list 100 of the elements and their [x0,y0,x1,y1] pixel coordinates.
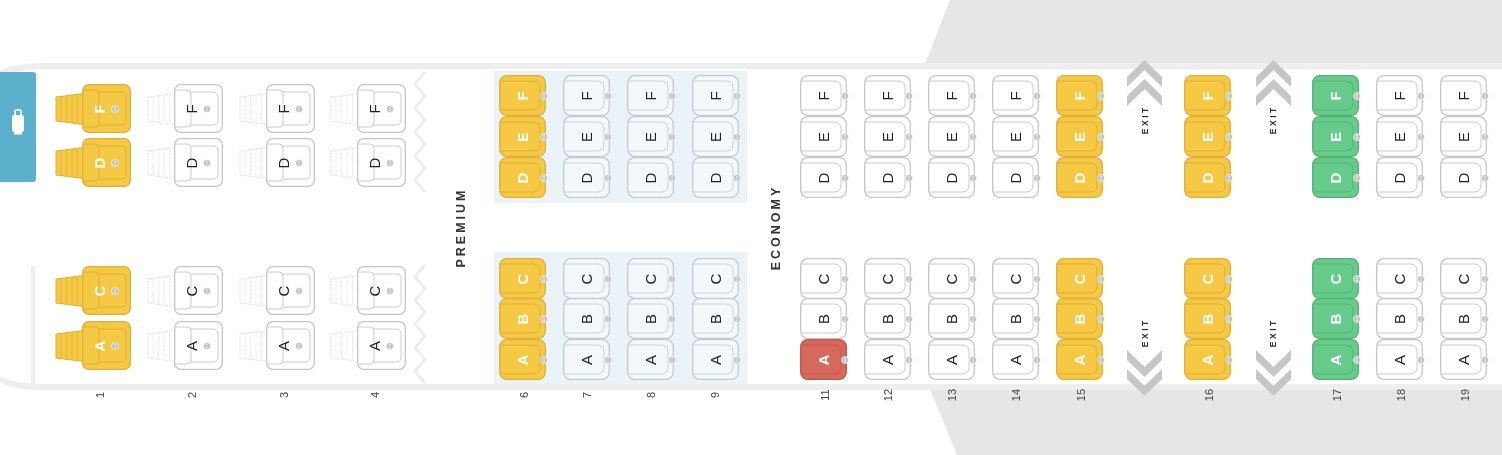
seat-letter: F [1199,90,1215,101]
seat-letter: F [943,90,959,101]
seat-letter: B [943,313,959,324]
seat-letter: D [366,157,382,168]
seat [864,339,914,380]
seat [692,157,742,198]
seat-letter: A [1007,354,1023,365]
seat-letter: F [815,90,831,101]
seat [928,116,978,157]
seat [864,157,914,198]
seat [1056,339,1106,380]
seat [1184,157,1234,198]
seat [627,258,677,299]
seat [563,116,613,157]
seat-letter: A [815,354,831,365]
seat [928,339,978,380]
seat [499,339,549,380]
seat [627,116,677,157]
seat [1056,75,1106,116]
seat-letter: F [578,90,594,101]
seat [627,298,677,339]
seat-letter: D [578,172,594,183]
seat-letter: C [815,273,831,284]
exit-label: EXIT [1140,105,1150,137]
seat-letter: B [1327,313,1343,324]
seat-letter: F [1327,90,1343,101]
seat [627,157,677,198]
row-number: 2 [186,391,198,399]
seat-letter: A [1391,354,1407,365]
row-number: 6 [518,391,530,399]
seat-letter: F [1391,90,1407,101]
seat [992,75,1042,116]
seat [692,298,742,339]
seat-letter: A [514,354,530,365]
seat [692,75,742,116]
seat [55,266,131,315]
seat-letter: D [91,157,107,168]
seat [147,84,223,133]
seat [992,339,1042,380]
seat-letter: C [1327,273,1343,284]
seat [800,258,850,299]
seat [1312,116,1362,157]
seat-letter: E [815,131,831,142]
seat-letter: F [1007,90,1023,101]
seat [928,75,978,116]
seat-letter: F [91,103,107,114]
seat-letter: C [514,273,530,284]
seat [864,116,914,157]
seat-letter: F [514,90,530,101]
seat [330,321,406,370]
seat [55,138,131,187]
seat-letter: D [1327,172,1343,183]
seat [800,157,850,198]
seat-letter: F [642,90,658,101]
seat-letter: C [642,273,658,284]
seat [1056,116,1106,157]
seat-letter: E [1391,131,1407,142]
seat [563,75,613,116]
seat-letter: F [366,103,382,114]
seat [1440,116,1490,157]
seat [992,157,1042,198]
seat-letter: E [1327,131,1343,142]
seat [992,298,1042,339]
seat [239,266,315,315]
seat-letter: D [514,172,530,183]
row-number: 11 [819,389,831,401]
seat-letter: E [1199,131,1215,142]
seat [864,258,914,299]
seat-letter: D [1455,172,1471,183]
seat [563,258,613,299]
seat-letter: A [183,340,199,351]
seat [627,339,677,380]
seat [992,116,1042,157]
seat-letter: A [578,354,594,365]
seat [864,298,914,339]
seat-letter: E [707,131,723,142]
seat-letter: F [1071,90,1087,101]
seat [147,138,223,187]
seat-letter: E [1007,131,1023,142]
seat-letter: B [1455,313,1471,324]
seat-letter: A [1071,354,1087,365]
seat [563,339,613,380]
seat [1312,157,1362,198]
seat [1440,258,1490,299]
seat [800,298,850,339]
seat [928,258,978,299]
seat-letter: A [366,340,382,351]
seat-letter: E [514,131,530,142]
seat [1184,75,1234,116]
seat [55,84,131,133]
section-panel [494,252,747,384]
seat-letter: E [943,131,959,142]
seat-letter: B [1007,313,1023,324]
seat [1376,339,1426,380]
seat-letter: E [879,131,895,142]
seat [1184,298,1234,339]
seat [1376,157,1426,198]
seat [1056,298,1106,339]
seat [563,157,613,198]
row-number: 8 [645,391,657,399]
